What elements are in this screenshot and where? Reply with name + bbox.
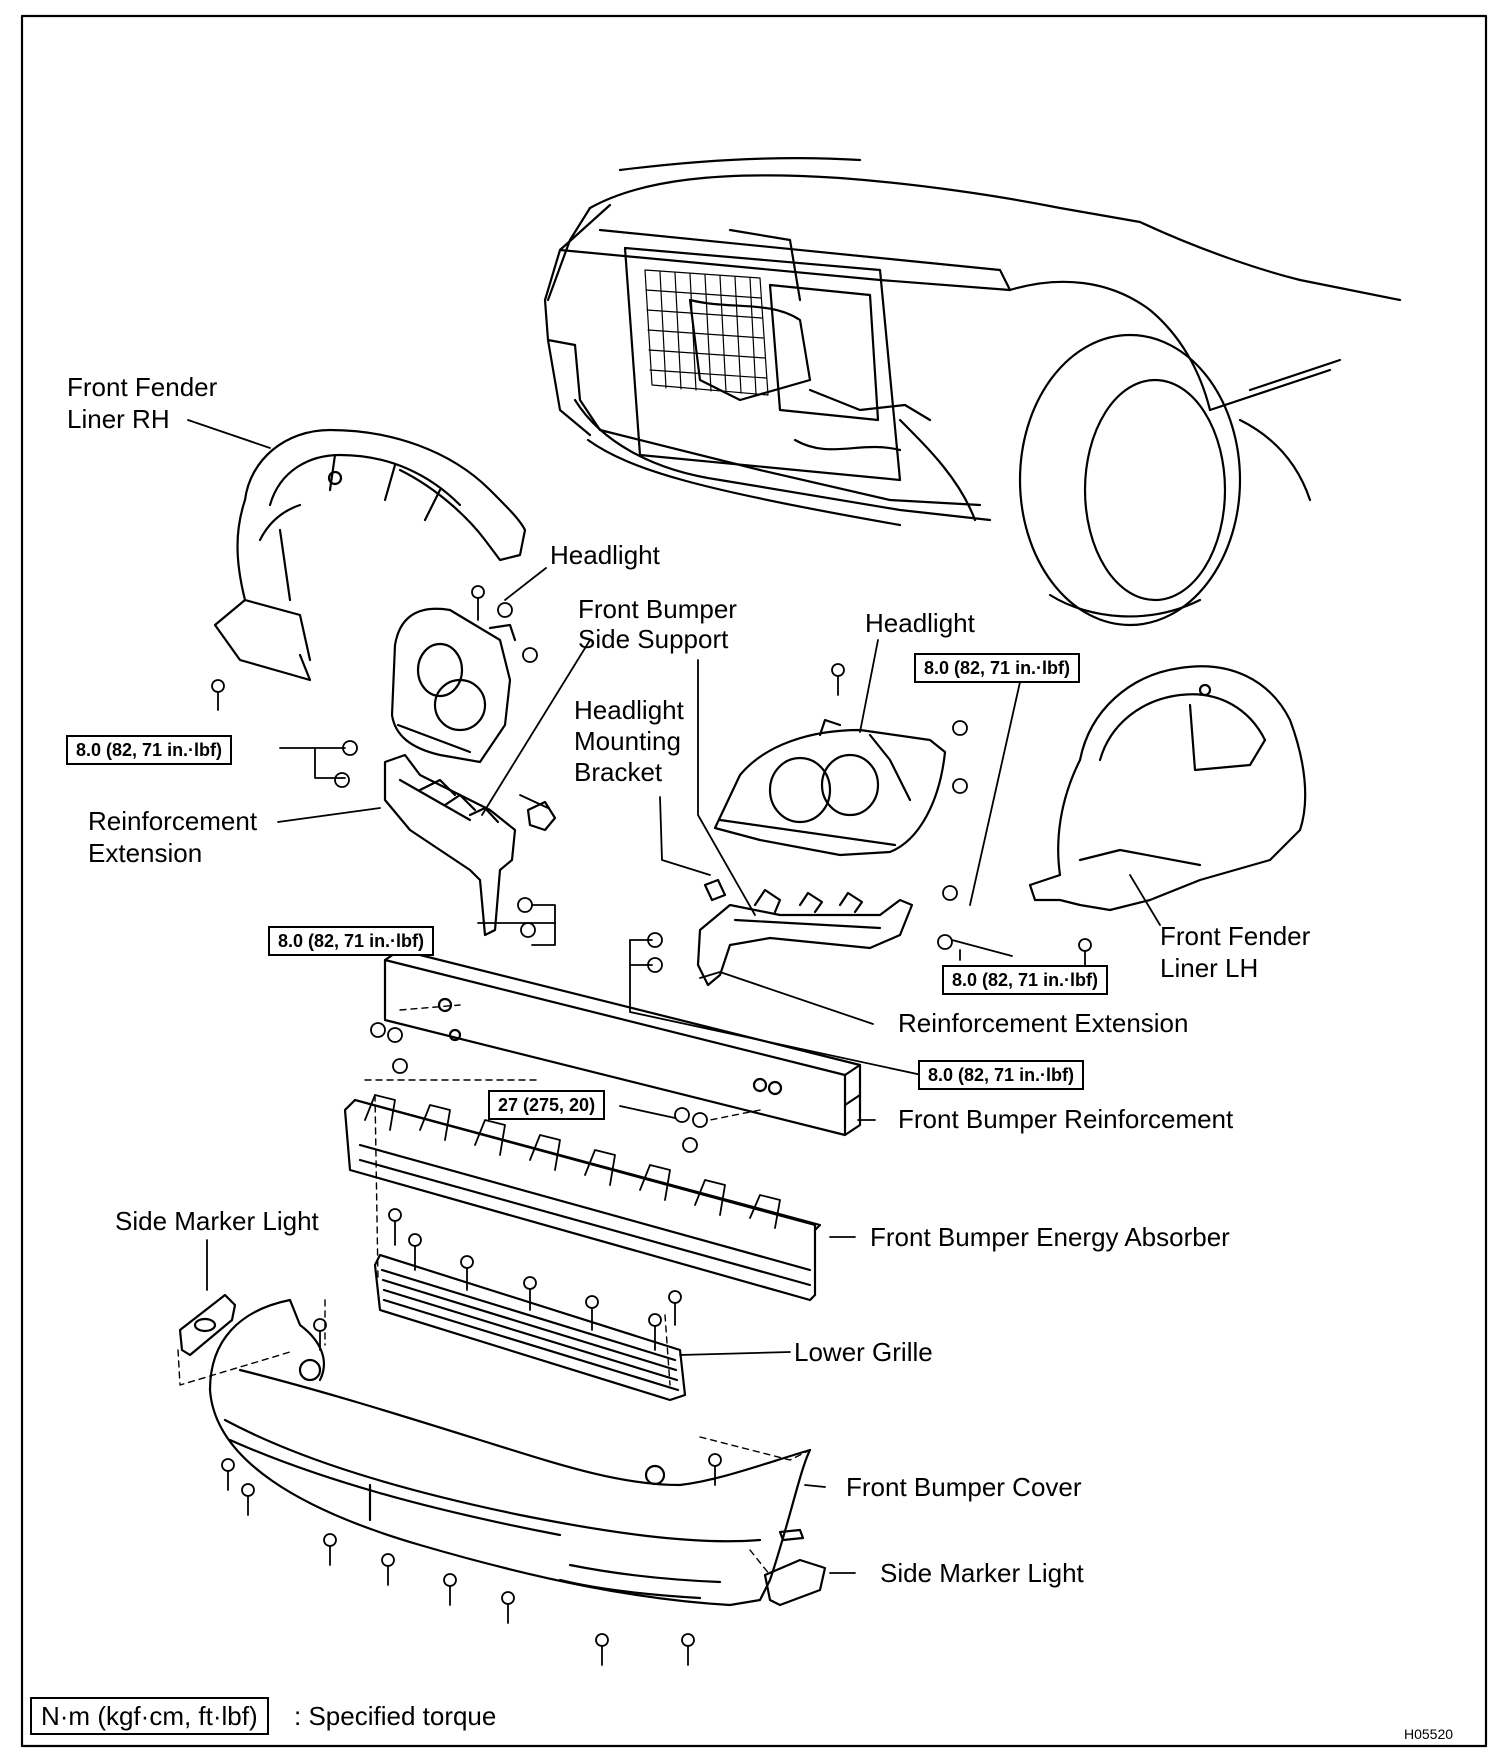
label-bumper-cover: Front Bumper Cover <box>846 1472 1082 1502</box>
liner-clip-hole <box>327 470 343 486</box>
label-fender-liner-lh-1: Front Fender <box>1160 921 1311 951</box>
leader-lines <box>187 419 1161 1574</box>
fender-liner-lh-drawing <box>1028 665 1307 912</box>
torque-box-left-upper: 8.0 (82, 71 in.·lbf) <box>66 735 233 765</box>
headlight-left-drawing <box>390 607 517 764</box>
label-side-marker-light-right: Side Marker Light <box>880 1558 1084 1588</box>
torque-box-left-lower: 8.0 (82, 71 in.·lbf) <box>268 926 435 956</box>
liner-clip-hole <box>1198 683 1212 697</box>
page-border <box>20 14 1488 1748</box>
label-headlight-right: Headlight <box>865 608 975 638</box>
legend-unit-box: N·m (kgf·cm, ft·lbf) <box>30 1697 269 1735</box>
label-headlight-mounting-bracket-1: Headlight <box>574 695 684 725</box>
legend-text: : Specified torque <box>294 1701 497 1731</box>
label-reinforcement-extension-left-2: Extension <box>88 838 203 868</box>
vehicle-front-drawing <box>543 156 1402 627</box>
label-bumper-reinforcement: Front Bumper Reinforcement <box>898 1104 1234 1134</box>
fender-liner-rh-drawing <box>213 428 527 682</box>
label-reinforcement-extension-right: Reinforcement Extension <box>898 1008 1189 1038</box>
torque-box-right-upper: 8.0 (82, 71 in.·lbf) <box>914 653 1081 683</box>
figure-code: H05520 <box>1404 1726 1454 1742</box>
side-marker-light-drawings <box>178 1293 827 1607</box>
headlight-right-drawing <box>713 718 947 857</box>
label-fender-liner-rh-1: Front Fender <box>67 372 218 402</box>
lower-grille-drawing <box>373 1253 687 1402</box>
label-headlight-mounting-bracket-2: Mounting <box>574 726 681 756</box>
energy-absorber-drawing <box>343 1094 822 1302</box>
reinforcement-extension-left-drawing <box>383 753 557 937</box>
label-headlight-mounting-bracket-3: Bracket <box>574 757 663 787</box>
nut-symbol <box>334 602 968 1153</box>
label-fender-liner-lh-2: Liner LH <box>1160 953 1259 983</box>
label-bumper-side-support-1: Front Bumper <box>578 594 737 624</box>
fog-hole <box>644 1464 666 1486</box>
torque-box-right-lower: 8.0 (82, 71 in.·lbf) <box>918 1060 1085 1090</box>
label-bumper-side-support-2: Side Support <box>578 624 729 654</box>
label-energy-absorber: Front Bumper Energy Absorber <box>870 1222 1230 1252</box>
torque-box-reinforcement: 27 (275, 20) <box>488 1090 606 1120</box>
torque-box-right-mid: 8.0 (82, 71 in.·lbf) <box>942 965 1109 995</box>
label-side-marker-light-left: Side Marker Light <box>115 1206 319 1236</box>
bolt-symbol <box>211 585 1092 1666</box>
reinforcement-extension-right-drawing <box>696 878 914 987</box>
bumper-cover-drawing <box>208 1298 812 1607</box>
fastener-markers <box>211 585 1092 1666</box>
label-fender-liner-rh-2: Liner RH <box>67 404 170 434</box>
label-reinforcement-extension-left-1: Reinforcement <box>88 806 258 836</box>
label-lower-grille: Lower Grille <box>794 1337 933 1367</box>
assembly-dashed-lines <box>177 1004 811 1576</box>
label-headlight-left: Headlight <box>550 540 660 570</box>
